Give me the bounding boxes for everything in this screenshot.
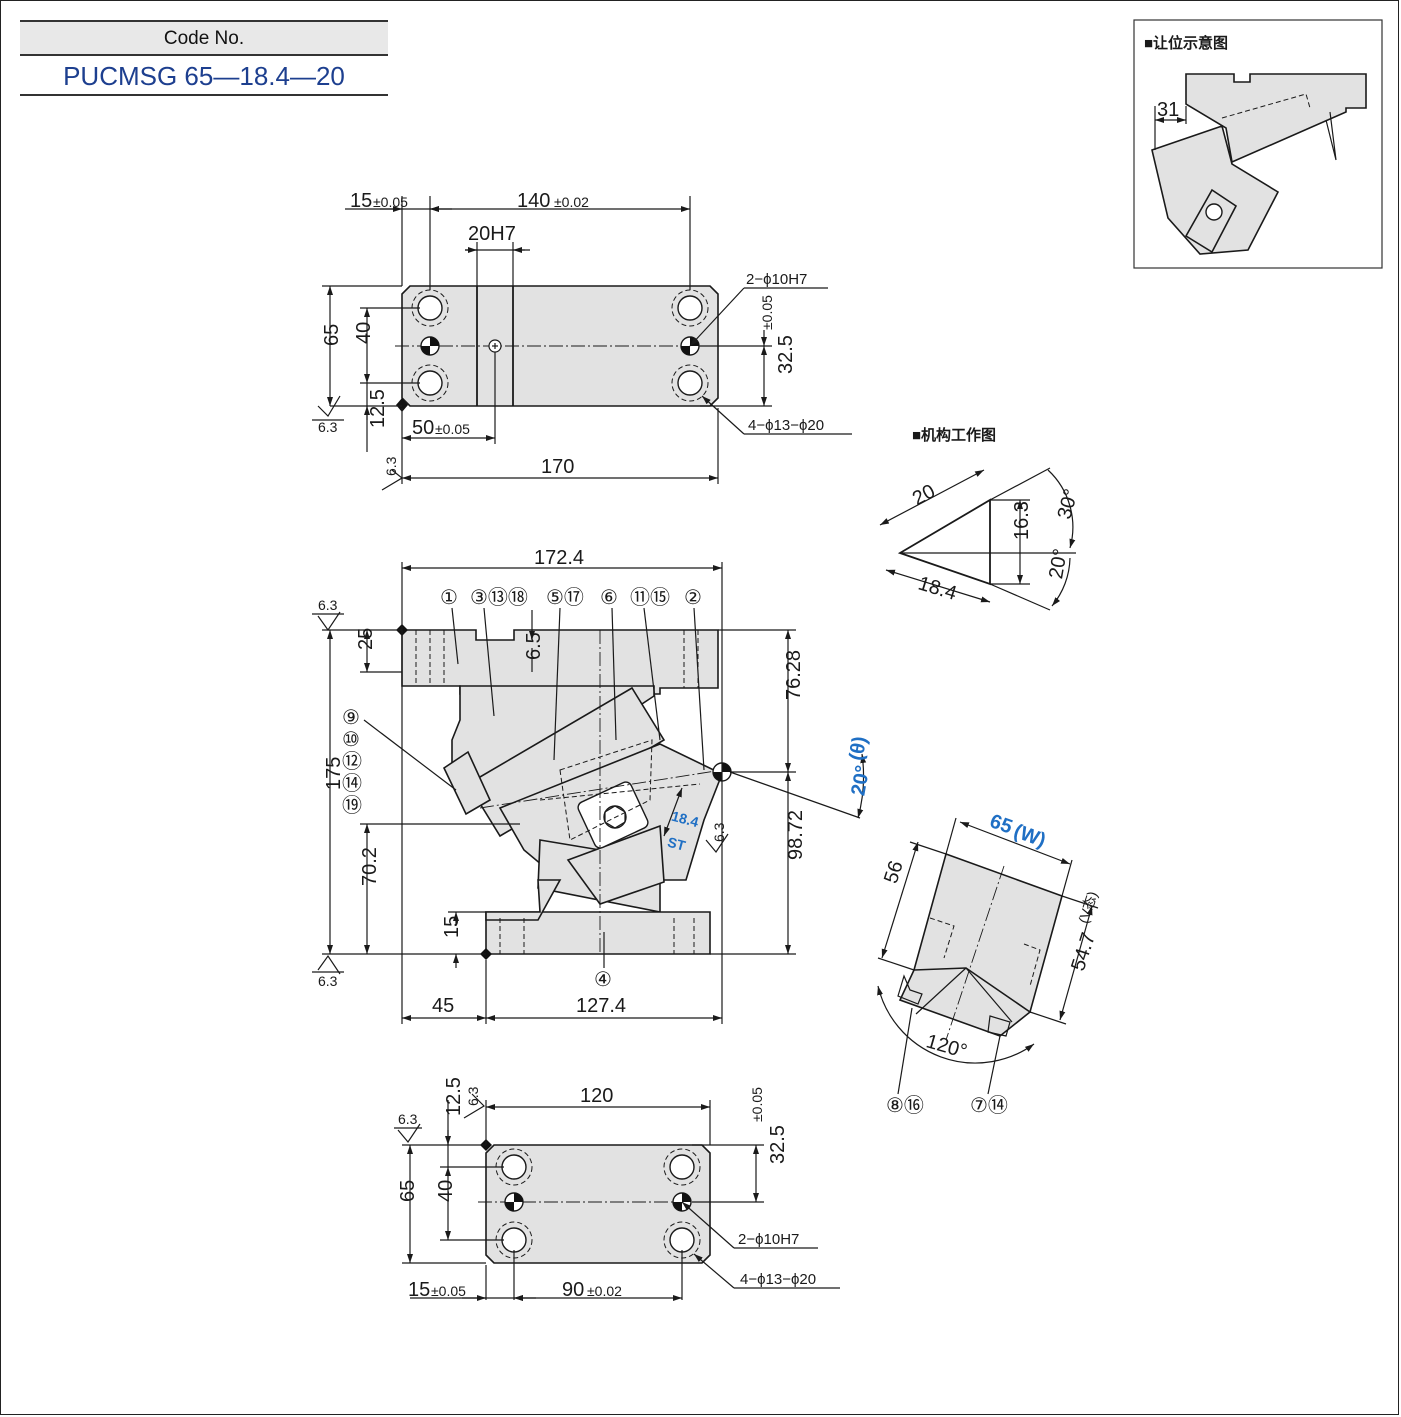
front-dim-172-4: 172.4 xyxy=(534,547,584,569)
mech-height-16-3: 16.3 xyxy=(1011,501,1033,540)
front-angle-20: 20° xyxy=(847,764,874,798)
mechanism-title: ■机构工作图 xyxy=(912,426,996,444)
front-dim-70-2: 70.2 xyxy=(359,847,381,886)
svg-text:6.3: 6.3 xyxy=(318,597,338,613)
top-dim-50-tol: ±0.05 xyxy=(435,421,470,437)
balloon-2: ② xyxy=(684,587,702,609)
bottom-dim-90: 90 xyxy=(562,1279,584,1301)
part-balloons-top: ① ③⑬⑱ ⑤⑰ ⑥ ⑪⑮ ② xyxy=(440,586,702,609)
svg-text:6.3: 6.3 xyxy=(383,456,399,476)
side-balloon-8-16: ⑧⑯ xyxy=(886,1094,924,1117)
front-dim-25: 25 xyxy=(355,628,377,650)
counterbore-holes xyxy=(411,289,709,402)
balloon-3-13-18: ③⑬⑱ xyxy=(470,586,528,609)
mechanism-diagram: ■机构工作图 20 18.4 16.3 30° 20° xyxy=(879,426,1083,611)
bottom-dim-65: 65 xyxy=(397,1180,419,1202)
top-dim-12-5: 12.5 xyxy=(367,389,389,428)
svg-text:6.3: 6.3 xyxy=(318,973,338,989)
bottom-dim-90-tol: ±0.02 xyxy=(587,1283,622,1299)
front-dim-98-72: 98.72 xyxy=(785,810,807,860)
roughness-symbol: 6.3 6.3 xyxy=(312,395,404,491)
clearance-inset: ■让位示意图 31 xyxy=(1133,19,1383,269)
balloon-19: ⑲ xyxy=(342,794,362,817)
balloon-10: ⑩ xyxy=(342,729,360,751)
top-dim-20h7: 20H7 xyxy=(468,223,516,245)
side-width-w: (W) xyxy=(1011,820,1049,852)
top-dim-15-tol: ±0.05 xyxy=(373,194,408,210)
top-dim-15: 15 xyxy=(350,190,372,212)
top-dim-40: 40 xyxy=(353,322,375,344)
balloon-4: ④ xyxy=(594,969,612,991)
balloon-6: ⑥ xyxy=(600,587,618,609)
front-view: ① ③⑬⑱ ⑤⑰ ⑥ ⑪⑮ ② ⑨ ⑩ ⑫ ⑭ ⑲ ④ 172.4 25 6.5… xyxy=(312,547,874,1024)
bottom-dim-120: 120 xyxy=(580,1085,613,1107)
front-dim-127-4: 127.4 xyxy=(576,995,626,1017)
top-plate xyxy=(401,629,719,695)
bottom-hole-callout-bolt: 4−ϕ13−ϕ20 xyxy=(740,1271,816,1288)
mech-angle-30: 30° xyxy=(1054,487,1083,522)
mech-angle-20: 20° xyxy=(1045,547,1072,581)
side-balloon-7-14: ⑦⑭ xyxy=(970,1094,1008,1117)
bottom-dim-15: 15 xyxy=(408,1279,430,1301)
bottom-dim-32-5-tol: ±0.05 xyxy=(749,1087,765,1122)
top-hole-callout-bolt: 4−ϕ13−ϕ20 xyxy=(748,417,824,434)
svg-text:6.3: 6.3 xyxy=(711,822,727,842)
bottom-dim-12-5: 12.5 xyxy=(443,1077,465,1116)
roughness-symbol: 6.3 6.3 6.3 xyxy=(312,597,729,989)
svg-text:6.3: 6.3 xyxy=(398,1111,418,1127)
bottom-view: 120 12.5 65 40 32.5 ±0.05 15 ±0.05 90 ±0… xyxy=(394,1077,840,1301)
inset-dim-31: 31 xyxy=(1157,99,1179,121)
mech-side-20: 20 xyxy=(909,480,939,510)
front-dim-15: 15 xyxy=(441,916,463,938)
top-dim-140-tol: ±0.02 xyxy=(554,194,589,210)
stroke-18-4: 18.4 xyxy=(670,808,701,831)
bottom-dowel-holes xyxy=(504,1192,692,1212)
balloon-9: ⑨ xyxy=(342,707,360,729)
stroke-st: ST xyxy=(666,834,688,854)
bottom-dim-15-tol: ±0.05 xyxy=(431,1283,466,1299)
front-dim-45: 45 xyxy=(432,995,454,1017)
front-angle-theta: (θ) xyxy=(845,735,871,763)
top-dim-32-5-tol: ±0.05 xyxy=(759,295,775,330)
front-dim-175: 175 xyxy=(323,757,345,790)
part-balloons-left: ⑨ ⑩ ⑫ ⑭ ⑲ xyxy=(342,707,362,817)
code-value: PUCMSG 65—18.4—20 xyxy=(20,58,388,96)
side-angle-120: 120° xyxy=(924,1030,970,1063)
top-dim-50: 50 xyxy=(412,417,434,439)
top-view: 15 ±0.05 140 ±0.02 20H7 65 40 12.5 50 ±0… xyxy=(312,190,852,491)
balloon-1: ① xyxy=(440,587,458,609)
svg-text:6.3: 6.3 xyxy=(318,419,338,435)
code-number-box: Code No. PUCMSG 65—18.4—20 xyxy=(20,20,388,96)
top-dim-170: 170 xyxy=(541,456,574,478)
balloon-12: ⑫ xyxy=(342,750,362,773)
side-view: 65 (W) 56 54.7 (V态) 120° ⑧⑯ ⑦⑭ xyxy=(877,810,1100,1117)
inset-title: ■让位示意图 xyxy=(1144,34,1228,52)
mech-side-18-4: 18.4 xyxy=(916,573,960,605)
top-dim-32-5: 32.5 xyxy=(775,335,797,374)
roughness-symbol: 6.3 6.3 xyxy=(394,1086,485,1144)
bottom-dim-40: 40 xyxy=(435,1180,457,1202)
top-hole-callout-dowel: 2−ϕ10H7 xyxy=(746,271,807,288)
front-dim-76-28: 76.28 xyxy=(783,650,805,700)
balloon-14: ⑭ xyxy=(342,772,362,795)
top-dim-140: 140 xyxy=(517,190,550,212)
bottom-hole-callout-dowel: 2−ϕ10H7 xyxy=(738,1231,799,1248)
side-dim-54-7: 54.7 xyxy=(1067,930,1100,974)
balloon-5-17: ⑤⑰ xyxy=(546,586,584,609)
bottom-counterbore-holes xyxy=(495,1148,701,1259)
svg-text:6.3: 6.3 xyxy=(465,1086,481,1106)
code-label: Code No. xyxy=(20,20,388,56)
balloon-11-15: ⑪⑮ xyxy=(630,586,670,609)
front-dim-6-5: 6.5 xyxy=(523,632,545,660)
side-dim-56: 56 xyxy=(880,858,908,886)
top-dim-65: 65 xyxy=(321,324,343,346)
bottom-dim-32-5: 32.5 xyxy=(767,1125,789,1164)
